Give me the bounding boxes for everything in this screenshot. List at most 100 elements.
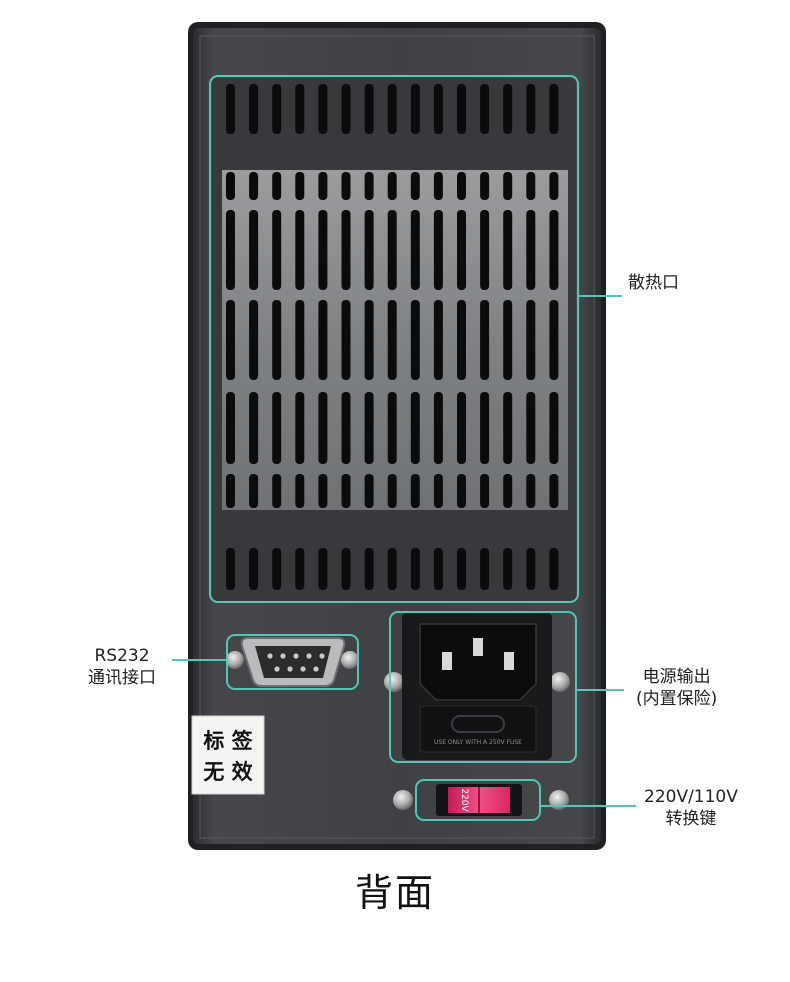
- page-caption: 背面: [354, 871, 435, 915]
- vent-slot: [549, 210, 559, 290]
- rs232-pin: [300, 666, 306, 672]
- vent-slot: [480, 84, 490, 134]
- vent-slot: [341, 300, 351, 380]
- vent-slot: [480, 392, 490, 464]
- vent-slot: [249, 392, 259, 464]
- vent-slot: [526, 84, 536, 134]
- vent-slot: [272, 474, 282, 508]
- vent-slot: [526, 548, 536, 590]
- vent-slot: [410, 474, 420, 508]
- vent-slot: [480, 300, 490, 380]
- vent-slot: [364, 300, 374, 380]
- vent-slot: [549, 474, 559, 508]
- rs232-pin: [267, 653, 273, 659]
- vent-slot: [364, 474, 374, 508]
- vent-slot: [503, 300, 513, 380]
- vent-slot: [433, 548, 443, 590]
- void-sticker: 标 签 无 效: [191, 715, 265, 795]
- rs232-callout-line1: RS232: [94, 646, 150, 666]
- vent-slot: [318, 84, 328, 134]
- sticker-line2: 无 效: [203, 760, 252, 784]
- rs232-pin: [306, 653, 312, 659]
- switch-highlight-box: [415, 779, 541, 821]
- vent-slot: [226, 300, 235, 380]
- vent-slot: [387, 172, 397, 200]
- vent-slot: [341, 84, 351, 134]
- vent-slot: [318, 474, 328, 508]
- vent-slot: [410, 548, 420, 590]
- vent-slot: [480, 210, 490, 290]
- vent-slot: [364, 548, 374, 590]
- vent-slot: [226, 548, 235, 590]
- vent-slot: [433, 172, 443, 200]
- rs232-pin: [287, 666, 293, 672]
- vent-slot: [549, 172, 559, 200]
- vent-slot: [226, 474, 235, 508]
- vent-slot: [410, 172, 420, 200]
- vent-slot: [526, 300, 536, 380]
- vent-slot: [503, 210, 513, 290]
- vent-slot: [272, 172, 282, 200]
- vent-slot: [226, 84, 235, 134]
- vent-slot: [272, 548, 282, 590]
- vent-slot: [457, 474, 466, 508]
- vent-slot: [318, 548, 328, 590]
- vent-slot: [433, 474, 443, 508]
- vent-slot: [387, 300, 397, 380]
- vent-slot: [549, 548, 559, 590]
- vent-slot: [503, 474, 513, 508]
- vent-slot: [295, 548, 305, 590]
- vent-slot: [387, 392, 397, 464]
- rs232-callout-label: RS232 通讯接口: [88, 645, 156, 689]
- vent-slot: [364, 210, 374, 290]
- vent-slot: [433, 84, 443, 134]
- vent-slot: [272, 300, 282, 380]
- vent-slot: [457, 548, 466, 590]
- sticker-line1: 标 签: [203, 729, 253, 753]
- vent-slot: [549, 300, 559, 380]
- vent-slot: [387, 548, 397, 590]
- vent-slot: [457, 210, 466, 290]
- vent-slot: [249, 474, 259, 508]
- vent-slot: [249, 548, 259, 590]
- vent-slot: [318, 210, 328, 290]
- vent-slot: [549, 84, 559, 134]
- vent-slot: [295, 474, 305, 508]
- vent-slot: [341, 474, 351, 508]
- rs232-pin: [313, 666, 319, 672]
- vent-slot: [249, 172, 259, 200]
- vent-slot: [387, 210, 397, 290]
- vent-slot: [480, 548, 490, 590]
- vent-slot: [410, 84, 420, 134]
- vent-slot: [272, 84, 282, 134]
- vent-slot: [526, 210, 536, 290]
- vent-slot: [457, 84, 466, 134]
- vent-highlight-box: [209, 75, 579, 603]
- switch-callout-line1: 220V/110V: [644, 787, 738, 807]
- rs232-pin: [319, 653, 325, 659]
- switch-callout-line2: 转换键: [665, 809, 717, 829]
- rs232-pin: [293, 653, 299, 659]
- vent-slot: [295, 172, 305, 200]
- vent-slot: [433, 300, 443, 380]
- vent-slot: [433, 392, 443, 464]
- power-callout-line2: (内置保险): [636, 689, 718, 709]
- power-callout-label: 电源输出 (内置保险): [636, 666, 717, 710]
- vent-slot: [295, 300, 305, 380]
- callout-markers: [172, 75, 636, 821]
- vent-slot: [226, 210, 235, 290]
- vent-slot: [295, 84, 305, 134]
- vent-slot: [364, 84, 374, 134]
- vent-slot: [318, 392, 328, 464]
- vent-slot: [503, 84, 513, 134]
- rs232-pin: [280, 653, 286, 659]
- vent-slot: [549, 392, 559, 464]
- voltage-switch: 220V: [393, 784, 569, 816]
- vent-slot: [272, 210, 282, 290]
- power-inlet: USE ONLY WITH A 250V FUSE: [384, 612, 570, 760]
- vent-slot: [226, 172, 235, 200]
- vent-slot: [295, 210, 305, 290]
- vent-callout-text: 散热口: [628, 273, 679, 293]
- vent-slot: [295, 392, 305, 464]
